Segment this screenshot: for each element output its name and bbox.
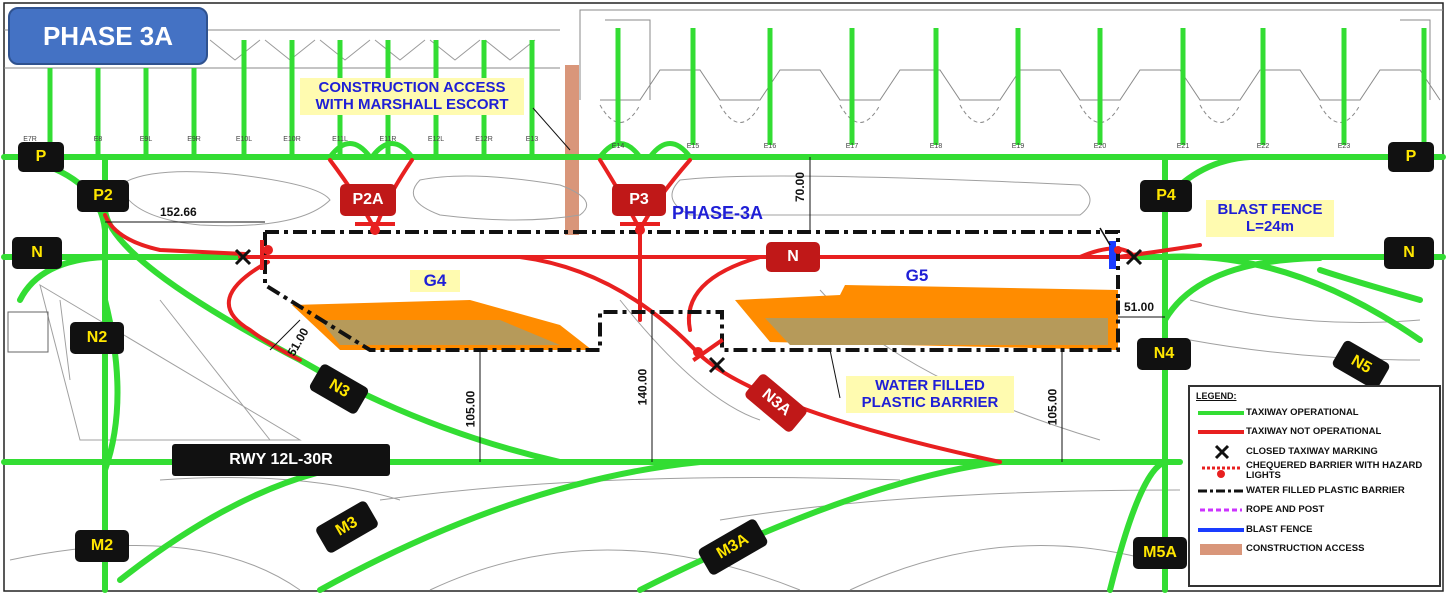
legend-symbol-green-line: [1196, 405, 1246, 421]
legend-label: CONSTRUCTION ACCESS: [1246, 543, 1365, 555]
legend-label: TAXIWAY OPERATIONAL: [1246, 406, 1359, 418]
stand-leadins: [47, 28, 1427, 157]
stand-label: E9R: [187, 136, 201, 143]
taxiway-sign-m2: M2: [75, 530, 129, 562]
taxiway-sign-m5a: M5A: [1133, 537, 1187, 569]
access-leader: [532, 107, 571, 151]
legend-item: WATER FILLED PLASTIC BARRIER: [1196, 481, 1433, 501]
legend-item: CONSTRUCTION ACCESS: [1196, 540, 1433, 560]
water-filled-barrier: [263, 230, 1120, 352]
taxiway-sign-p3: P3: [612, 184, 666, 216]
legend-symbol-blue-line: [1196, 522, 1246, 538]
stand-label: E11R: [379, 136, 397, 143]
taxiway-sign-p-right: P: [1388, 142, 1434, 172]
blast-fence: [1109, 241, 1116, 269]
legend-symbol-chequered-barrier: [1196, 463, 1246, 479]
stand-label: E13: [525, 136, 539, 143]
bottom-details: [7, 311, 49, 353]
legend-symbol-x-mark: [1196, 444, 1246, 460]
closed-taxiway-marks: [234, 248, 1143, 374]
stand-connectors: [327, 141, 693, 159]
construction-access-note: CONSTRUCTION ACCESS WITH MARSHALL ESCORT: [300, 78, 524, 115]
taxiway-sign-n-right: N: [1384, 237, 1434, 269]
taxiway-sign-p2a: P2A: [340, 184, 396, 216]
dim-105-right: 105.00: [1045, 388, 1060, 426]
phase-title-badge: PHASE 3A: [8, 7, 208, 65]
stand-label: E16: [763, 143, 777, 150]
stand-label: E9L: [139, 136, 153, 143]
pavement-curves: [9, 171, 1421, 591]
stand-label: E20: [1093, 143, 1107, 150]
phase-3a-area-label: PHASE-3A: [672, 203, 764, 223]
stand-label: E7R: [23, 136, 37, 143]
legend-label: TAXIWAY NOT OPERATIONAL: [1246, 426, 1382, 438]
zone-g5-label: G5: [905, 266, 929, 285]
stand-label: E23: [1337, 143, 1351, 150]
legend-label: CHEQUERED BARRIER WITH HAZARD LIGHTS: [1246, 460, 1423, 482]
dim-70: 70.00: [793, 171, 808, 203]
taxiway-sign-p4: P4: [1140, 180, 1192, 212]
legend-item: CHEQUERED BARRIER WITH HAZARD LIGHTS: [1196, 460, 1433, 482]
dim-105-left: 105.00: [463, 390, 478, 428]
dim-51-right: 51.00: [1124, 300, 1155, 314]
legend-title: LEGEND:: [1196, 391, 1237, 401]
stand-label: E10L: [235, 136, 253, 143]
blast-fence-leader: [1099, 227, 1111, 246]
legend-symbol-red-line: [1196, 424, 1246, 440]
taxiway-sign-p2: P2: [77, 180, 129, 212]
water-barrier-note: WATER FILLED PLASTIC BARRIER: [846, 376, 1014, 413]
barrier-leader: [829, 349, 841, 399]
stand-label: E19: [1011, 143, 1025, 150]
legend-item: TAXIWAY NOT OPERATIONAL: [1196, 423, 1433, 443]
legend-list: TAXIWAY OPERATIONAL TAXIWAY NOT OPERATION…: [1196, 403, 1433, 559]
runway-label: RWY 12L-30R: [172, 444, 390, 476]
legend-symbol-dashed-line: [1196, 502, 1246, 518]
dimension-lines: [105, 157, 1165, 462]
legend-label: ROPE AND POST: [1246, 504, 1325, 516]
stand-label: E10R: [283, 136, 301, 143]
taxiway-sign-n4: N4: [1137, 338, 1191, 370]
taxiway-sign-n2: N2: [70, 322, 124, 354]
stand-label: E12L: [427, 136, 445, 143]
legend-item: TAXIWAY OPERATIONAL: [1196, 403, 1433, 423]
legend-symbol-dash-dot-line: [1196, 483, 1246, 499]
zone-g4-label: G4: [410, 270, 460, 292]
stand-label: E14: [611, 143, 625, 150]
legend-label: WATER FILLED PLASTIC BARRIER: [1246, 484, 1405, 496]
legend-item: ROPE AND POST: [1196, 501, 1433, 521]
taxiway-sign-p-left: P: [18, 142, 64, 172]
legend-symbol-brown-block: [1196, 541, 1246, 557]
stand-label: E22: [1256, 143, 1270, 150]
work-area-g5-inner: [765, 318, 1108, 345]
stand-label: E21: [1176, 143, 1190, 150]
legend-item: CLOSED TAXIWAY MARKING: [1196, 442, 1433, 462]
work-area-g4-inner: [320, 320, 560, 345]
dim-152-66: 152.66: [160, 205, 197, 219]
stand-label: E15: [686, 143, 700, 150]
taxiway-sign-n-center: N: [766, 242, 820, 272]
stand-label: E18: [929, 143, 943, 150]
legend-panel: LEGEND: TAXIWAY OPERATIONAL TAXIWAY NOT O…: [1188, 385, 1441, 587]
blast-fence-note: BLAST FENCE L=24m: [1206, 200, 1334, 237]
legend-label: BLAST FENCE: [1246, 523, 1313, 535]
taxiway-sign-n-left: N: [12, 237, 62, 269]
stand-label: E11L: [332, 136, 348, 143]
chequered-barriers: [260, 222, 1122, 362]
stand-label: E17: [845, 143, 859, 150]
stand-label: E8: [93, 136, 103, 143]
stand-label: E12R: [475, 136, 493, 143]
construction-access-strip: [565, 65, 579, 235]
legend-item: BLAST FENCE: [1196, 520, 1433, 540]
legend-label: CLOSED TAXIWAY MARKING: [1246, 445, 1378, 457]
dim-140: 140.00: [635, 368, 650, 406]
